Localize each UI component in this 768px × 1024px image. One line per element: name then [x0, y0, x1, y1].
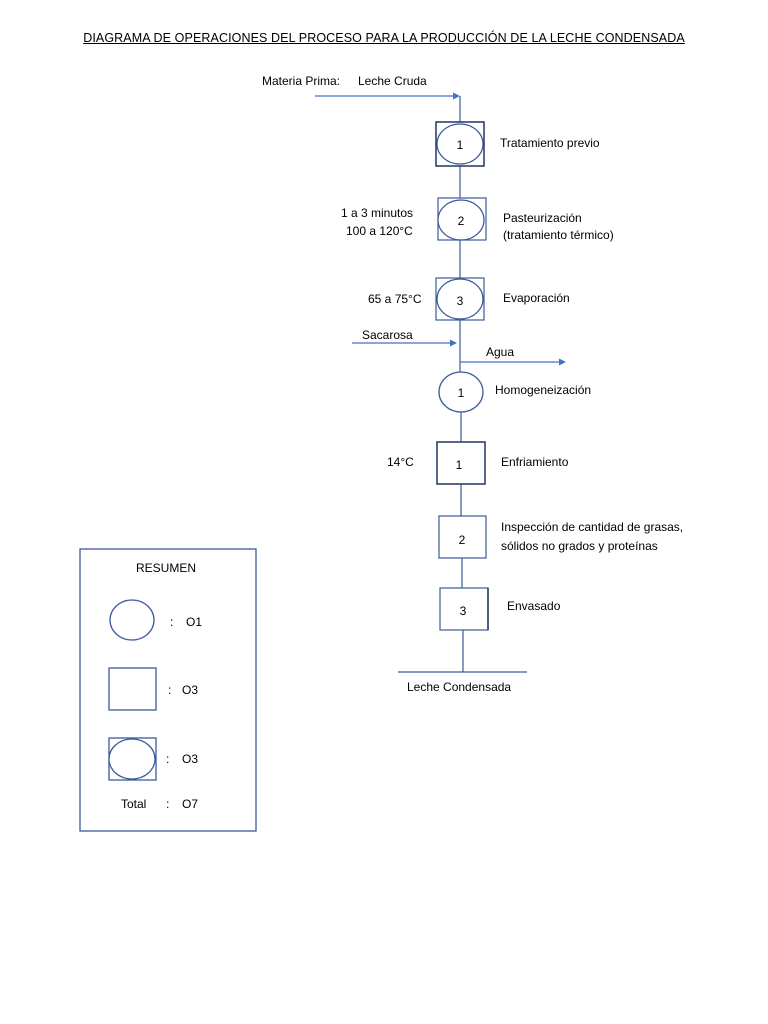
step-number: 3 [457, 294, 464, 308]
sacarosa-label: Sacarosa [362, 328, 413, 342]
step-number: 1 [457, 138, 464, 152]
step-operation-1 [438, 371, 484, 413]
step-condition: 65 a 75°C [368, 292, 422, 306]
input-value: Leche Cruda [358, 74, 427, 88]
summary-operation-symbol [109, 599, 155, 641]
step-number: 2 [458, 214, 465, 228]
step-number: 3 [460, 604, 467, 618]
step-number: 1 [458, 386, 465, 400]
agua-label: Agua [486, 345, 514, 359]
step-label-line-1: Inspección de cantidad de grasas, [501, 520, 683, 534]
summary-combined-count: O3 [182, 752, 198, 766]
summary-total-value: O7 [182, 797, 198, 811]
step-inspection-3 [439, 587, 489, 631]
step-combined-1 [435, 121, 485, 167]
agua-arrow [460, 358, 566, 366]
summary-separator: : [166, 752, 169, 766]
step-label: Tratamiento previo [500, 136, 600, 150]
step-inspection-2 [438, 515, 487, 559]
summary-operation-count: O1 [186, 615, 202, 629]
step-combined-2 [437, 197, 487, 241]
step-condition: 14°C [387, 455, 414, 469]
sacarosa-arrow [352, 339, 457, 347]
step-condition-2: 100 a 120°C [346, 224, 413, 238]
step-label-line-1: Pasteurización [503, 211, 582, 225]
output-label: Leche Condensada [407, 680, 511, 694]
summary-inspection-symbol [108, 667, 157, 711]
step-combined-3 [435, 277, 485, 321]
step-label-line-2: sólidos no grados y proteínas [501, 539, 658, 553]
summary-title: RESUMEN [136, 561, 196, 575]
step-label: Evaporación [503, 291, 570, 305]
input-label: Materia Prima: [262, 74, 340, 88]
step-inspection-1 [436, 441, 486, 485]
summary-combined-symbol [108, 737, 157, 781]
step-condition-1: 1 a 3 minutos [341, 206, 413, 220]
step-label: Enfriamiento [501, 455, 569, 469]
step-label: Envasado [507, 599, 561, 613]
summary-inspection-count: O3 [182, 683, 198, 697]
summary-separator: : [166, 797, 169, 811]
page-title: DIAGRAMA DE OPERACIONES DEL PROCESO PARA… [83, 31, 685, 45]
summary-separator: : [170, 615, 173, 629]
step-label-line-2: (tratamiento térmico) [503, 228, 614, 242]
step-number: 1 [456, 458, 463, 472]
step-number: 2 [459, 533, 466, 547]
summary-total-label: Total [121, 797, 146, 811]
input-arrow [315, 92, 460, 100]
step-label: Homogeneización [495, 383, 591, 397]
summary-separator: : [168, 683, 171, 697]
